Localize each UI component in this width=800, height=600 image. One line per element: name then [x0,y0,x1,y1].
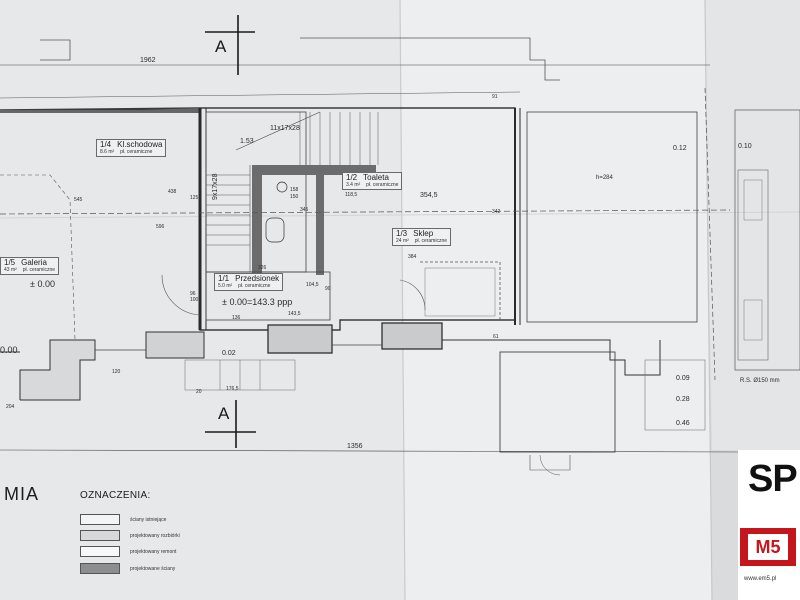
section-mark-bottom: A [218,404,230,423]
level-left: 0.00 [0,345,18,355]
legend-item: ściany istniejące [80,514,166,525]
dimension-label: 150 [290,194,299,200]
legend-swatch [80,546,120,557]
room-toilet: 1/2 Toaleta 3.4 m² pł. ceramiczne [342,172,403,191]
room-area: 43 m² [4,266,17,273]
dimension-shop-width: 354,5 [420,192,438,199]
legend-label: projektowane ściany [130,565,176,572]
level-marker: 0.28 [676,396,690,403]
level-marker: 0.10 [738,143,752,150]
drawing-title-fragment: MIA [4,484,40,504]
level-marker: 0.02 [222,350,236,357]
room-area: 5.0 m² [218,282,233,289]
section-mark-top: A [215,37,227,56]
legend-label: ściany istniejące [130,516,167,523]
dimension-label: 545 [74,197,83,203]
dimension-label: 345 [300,207,309,213]
dimension-label: 204 [6,404,15,410]
dimension-label: 438 [168,189,177,195]
dimension-stair-steps: 11x17x28 [270,125,300,132]
room-number: 1/4 [100,140,112,149]
dimension-label: 91 [492,94,498,100]
room-name: Sklep [413,229,434,238]
legend-title: OZNACZENIA: [80,490,151,501]
dimension-label: 96 [190,291,196,297]
dimension-bottom-span: 1356 [347,443,363,450]
dimension-label: 143,5 [288,311,301,317]
level-marker: 0.46 [676,420,690,427]
logo-text: SP [748,458,798,500]
dimension-label: 384 [408,254,417,260]
watermark-logo: SP M5 www.em5.pl [738,450,800,600]
dimension-label: 125 [190,195,199,201]
room-finish: pł. ceramiczne [120,148,153,155]
room-number: 1/1 [218,274,230,283]
level-gallery: ± 0.00 [30,279,55,289]
room-finish: pł. ceramiczne [366,181,399,188]
room-stairwell: 1/4 Kl.schodowa 8.6 m² pł. ceramiczne [96,139,167,158]
room-number: 1/3 [396,229,408,238]
logo-badge: M5 [740,528,796,566]
legend-swatch [80,563,120,574]
logo-url: www.em5.pl [744,576,777,582]
dimension-label: 596 [156,224,165,230]
dimension-label: 1.53 [240,138,254,145]
level-marker: 0.09 [676,375,690,382]
room-name: Toaleta [363,173,389,182]
room-number: 1/2 [346,173,358,182]
room-area: 8.6 m² [100,148,115,155]
room-shop: 1/3 Sklep 24 m² pł. ceramiczne [392,228,452,247]
dimension-height: h=284 [596,175,613,181]
dimension-label: 61 [493,334,499,340]
room-gallery: 1/5 Galeria 43 m² pł. ceramiczne [0,257,60,276]
room-finish: pł. ceramiczne [414,237,448,244]
dimension-label: 118,5 [345,192,358,198]
dimension-label: 104,5 [306,282,319,288]
dimension-label: 120 [112,369,121,375]
level-marker: 0.12 [673,145,687,152]
dimension-label: 176,5 [226,386,239,392]
room-name: Kl.schodowa [117,140,163,149]
dimension-label: 100 [190,297,199,303]
pipe-label: R.S. Ø150 mm [740,378,780,384]
legend-item: projektowany rozbiórki [80,530,180,541]
room-finish: pł. ceramiczne [238,282,271,289]
dimension-label: 158 [290,187,299,193]
dimension-top-span: 1962 [140,57,156,64]
dimension-label: 326 [258,265,267,271]
legend-swatch [80,514,120,525]
room-name: Przedsionek [235,274,280,283]
legend-label: projektowany remont [130,548,177,555]
level-entrance: ± 0.00=143.3 ppp [222,297,293,307]
room-vestibule: 1/1 Przedsionek 5.0 m² pł. ceramiczne [214,273,284,292]
dimension-label: 20 [196,389,202,395]
room-name: Galeria [21,258,47,267]
legend-label: projektowany rozbiórki [130,532,180,539]
legend-item: projektowane ściany [80,563,175,574]
dimension-label: 136 [232,315,241,321]
dimension-stair-steps-side: 9x17x28 [212,173,219,200]
logo-badge-text: M5 [748,534,788,560]
dimension-label: 90 [325,286,331,292]
dimension-label: 342 [492,209,501,215]
legend-swatch [80,530,120,541]
room-number: 1/5 [4,258,16,267]
room-area: 3.4 m² [346,181,361,188]
room-finish: pł. ceramiczne [22,266,56,273]
legend-item: projektowany remont [80,546,176,557]
room-area: 24 m² [396,237,409,244]
